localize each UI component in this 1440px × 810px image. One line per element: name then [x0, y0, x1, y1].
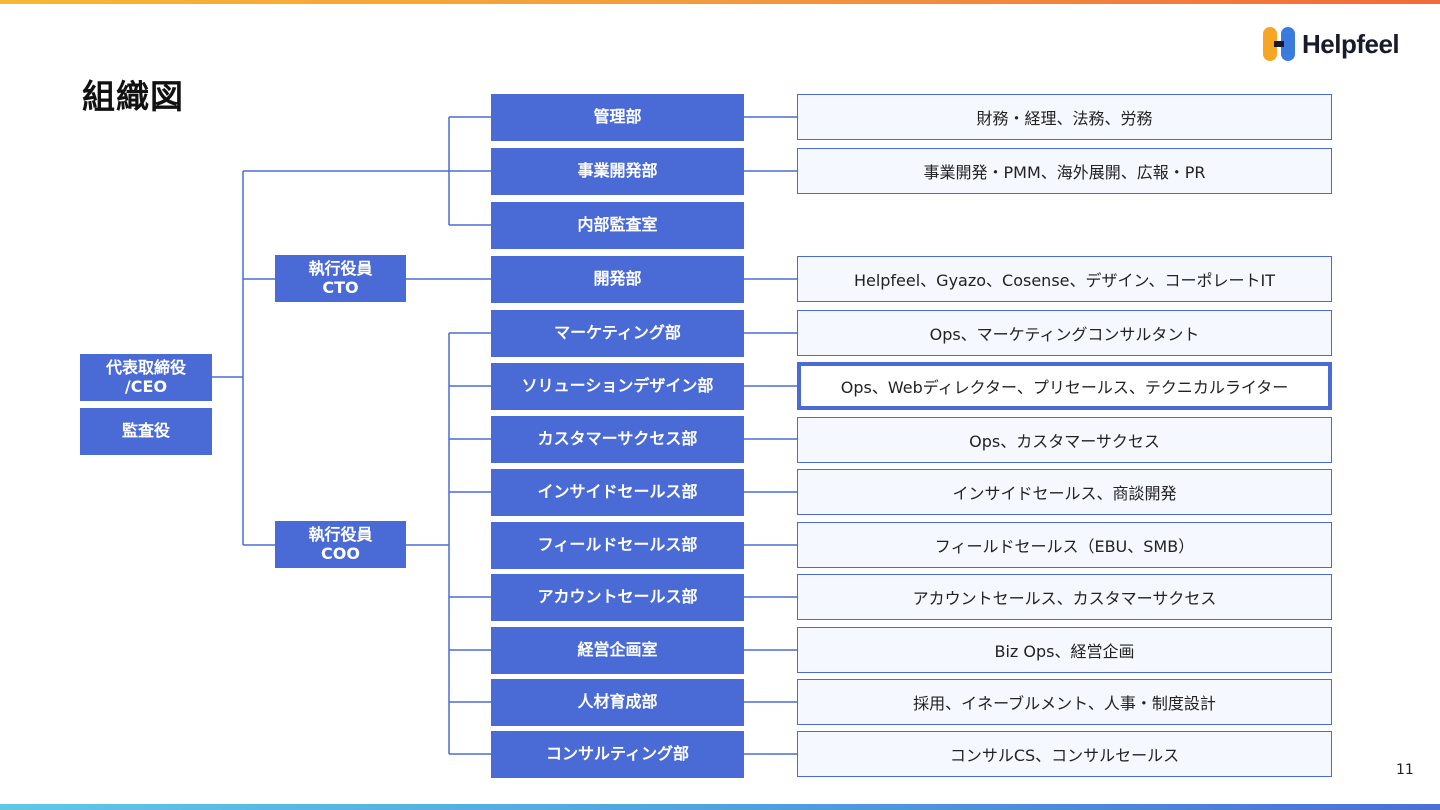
- page-title: 組織図: [82, 77, 184, 116]
- desc-box-inside-sales: インサイドセールス、商談開発: [797, 469, 1332, 515]
- top-accent-bar: [0, 0, 1440, 4]
- dept-box-field-sales: フィールドセールス部: [491, 522, 744, 569]
- desc-box-solution-design: Ops、Webディレクター、プリセールス、テクニカルライター: [797, 362, 1332, 410]
- page-number: 11: [1396, 762, 1414, 778]
- desc-box-account-sales: アカウントセールス、カスタマーサクセス: [797, 574, 1332, 620]
- dept-box-development: 開発部: [491, 256, 744, 303]
- dept-box-talent-development: 人材育成部: [491, 679, 744, 726]
- dept-box-business-dev: 事業開発部: [491, 148, 744, 195]
- helpfeel-logo-icon: [1263, 27, 1295, 61]
- dept-box-corporate-planning: 経営企画室: [491, 627, 744, 674]
- dept-box-marketing: マーケティング部: [491, 310, 744, 357]
- cto-box: 執行役員 CTO: [275, 255, 406, 302]
- desc-box-talent-development: 採用、イネーブルメント、人事・制度設計: [797, 679, 1332, 725]
- desc-box-customer-success: Ops、カスタマーサクセス: [797, 417, 1332, 463]
- logo-text: Helpfeel: [1302, 28, 1400, 59]
- coo-box: 執行役員 COO: [275, 521, 406, 568]
- dept-box-consulting: コンサルティング部: [491, 731, 744, 778]
- auditor-box: 監査役: [80, 408, 212, 455]
- dept-box-account-sales: アカウントセールス部: [491, 574, 744, 621]
- desc-box-corporate-planning: Biz Ops、経営企画: [797, 627, 1332, 673]
- ceo-box: 代表取締役 /CEO: [80, 354, 212, 401]
- dept-box-kanri: 管理部: [491, 94, 744, 141]
- bottom-accent-bar: [0, 804, 1440, 810]
- desc-box-development: Helpfeel、Gyazo、Cosense、デザイン、コーポレートIT: [797, 256, 1332, 302]
- dept-box-solution-design: ソリューションデザイン部: [491, 363, 744, 410]
- dept-box-customer-success: カスタマーサクセス部: [491, 416, 744, 463]
- desc-box-kanri: 財務・経理、法務、労務: [797, 94, 1332, 140]
- desc-box-marketing: Ops、マーケティングコンサルタント: [797, 310, 1332, 356]
- desc-box-business-dev: 事業開発・PMM、海外展開、広報・PR: [797, 148, 1332, 194]
- dept-box-internal-audit: 内部監査室: [491, 202, 744, 249]
- desc-box-consulting: コンサルCS、コンサルセールス: [797, 731, 1332, 777]
- dept-box-inside-sales: インサイドセールス部: [491, 469, 744, 516]
- desc-box-field-sales: フィールドセールス（EBU、SMB）: [797, 522, 1332, 568]
- helpfeel-logo: Helpfeel: [1262, 26, 1400, 62]
